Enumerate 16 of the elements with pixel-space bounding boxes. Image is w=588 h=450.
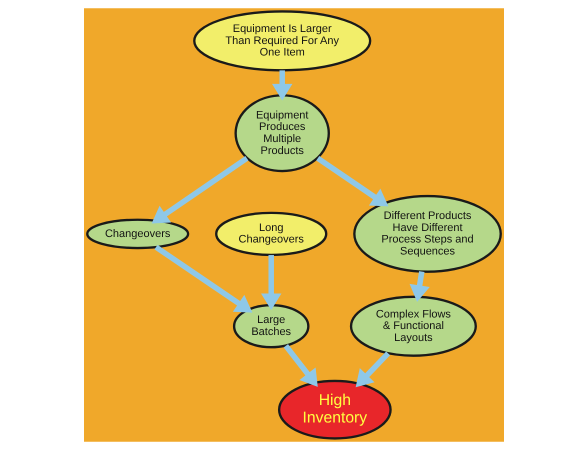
node-ellipse: Long Changeovers [215,212,328,256]
arrow [152,156,248,224]
arrow [261,255,282,310]
arrow [272,70,292,100]
node-ellipse: High Inventory [278,380,392,440]
arrow [410,271,430,302]
arrow [356,351,390,388]
node-ellipse: Different Products Have Different Process Steps and Sequences [353,194,502,273]
arrow [284,344,318,387]
node-ellipse: Changeovers [86,218,190,250]
arrow [154,244,252,313]
node-ellipse: Equipment Produces Multiple Products [234,94,330,172]
node-ellipse: Complex Flows & Functional Layouts [350,296,477,357]
arrow [316,156,388,206]
node-ellipse: Large Batches [232,304,310,348]
node-ellipse: Equipment Is Larger Than Required For Any One Item [193,10,372,72]
